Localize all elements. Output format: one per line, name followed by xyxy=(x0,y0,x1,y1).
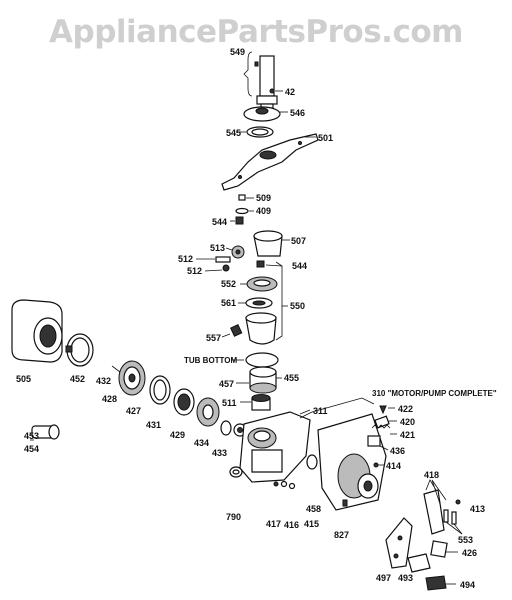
ring-561 xyxy=(238,297,273,309)
label-422: 422 xyxy=(398,404,413,414)
label-453: 453 xyxy=(24,431,39,441)
impeller-429 xyxy=(196,397,220,427)
label-790: 790 xyxy=(226,512,241,522)
label-561: 561 xyxy=(221,298,236,308)
label-409: 409 xyxy=(256,206,271,216)
label-552: 552 xyxy=(221,279,236,289)
label-493: 493 xyxy=(398,573,413,583)
screws-553 xyxy=(443,499,463,535)
nut-415 xyxy=(288,482,296,490)
plate-497 xyxy=(385,517,413,569)
label-544b: 544 xyxy=(292,261,307,271)
screw-42 xyxy=(269,88,283,94)
label-42: 42 xyxy=(285,87,295,97)
inlet-505 xyxy=(11,299,63,363)
label-413: 413 xyxy=(470,504,485,514)
washer-409 xyxy=(235,207,254,215)
label-454: 454 xyxy=(24,444,39,454)
seal-455 xyxy=(249,366,282,394)
clamp-452 xyxy=(65,333,94,367)
bracket-436 xyxy=(367,435,389,451)
gasket-458 xyxy=(306,454,318,470)
switch-420 xyxy=(374,415,397,429)
caption-motor-pump: 310 "MOTOR/PUMP COMPLETE" xyxy=(372,389,497,398)
screw-827 xyxy=(342,499,348,507)
screw-414 xyxy=(373,462,384,468)
ring-431 xyxy=(173,388,195,416)
label-426: 426 xyxy=(462,548,477,558)
spring-421 xyxy=(371,424,397,435)
bracket-493 xyxy=(407,553,431,573)
ring-427 xyxy=(149,375,171,405)
hub-546 xyxy=(243,106,288,122)
cup-550 xyxy=(245,261,288,345)
gasket-tub-bottom xyxy=(232,352,279,368)
label-436: 436 xyxy=(390,446,405,456)
label-512a: 512 xyxy=(178,254,193,264)
label-544a: 544 xyxy=(212,217,227,227)
label-511: 511 xyxy=(222,398,237,408)
housing-507 xyxy=(253,230,290,257)
label-421: 421 xyxy=(400,430,415,440)
label-452: 452 xyxy=(70,374,85,384)
label-428: 428 xyxy=(102,394,117,404)
label-550: 550 xyxy=(290,301,305,311)
label-507: 507 xyxy=(291,236,306,246)
label-509: 509 xyxy=(256,193,271,203)
label-557: 557 xyxy=(206,333,221,343)
gear-552 xyxy=(240,276,278,292)
bracket-418 xyxy=(423,479,447,535)
label-494: 494 xyxy=(460,580,475,590)
label-418: 418 xyxy=(424,470,439,480)
label-501: 501 xyxy=(318,133,333,143)
gear-513 xyxy=(225,245,245,259)
label-497: 497 xyxy=(376,573,391,583)
spring-790 xyxy=(229,466,243,478)
label-431: 431 xyxy=(146,420,161,430)
ring-545 xyxy=(236,126,274,138)
bearing-511 xyxy=(240,394,271,411)
clip-494 xyxy=(425,575,456,591)
label-414: 414 xyxy=(386,461,401,471)
watermark: AppliancePartsPros.com xyxy=(49,14,463,50)
screw-422 xyxy=(379,405,395,415)
caption-tub-bottom: TUB BOTTOM xyxy=(184,356,238,365)
label-458: 458 xyxy=(306,504,321,514)
screw-509 xyxy=(238,194,254,201)
cap-453 xyxy=(30,424,60,441)
label-434: 434 xyxy=(194,438,209,448)
tube-549 xyxy=(243,51,278,109)
screw-512 xyxy=(196,256,231,272)
label-432: 432 xyxy=(96,376,111,386)
label-429: 429 xyxy=(170,430,185,440)
label-311: 311 xyxy=(313,406,328,416)
disc-434 xyxy=(220,420,232,436)
label-420: 420 xyxy=(400,417,415,427)
impeller-428 xyxy=(111,360,146,396)
label-433: 433 xyxy=(212,448,227,458)
label-416: 416 xyxy=(284,520,299,530)
label-427: 427 xyxy=(126,406,141,416)
label-455: 455 xyxy=(284,373,299,383)
label-553: 553 xyxy=(458,535,473,545)
screw-417 xyxy=(273,481,279,487)
label-549: 549 xyxy=(230,47,245,57)
label-545: 545 xyxy=(226,128,241,138)
label-505: 505 xyxy=(16,374,31,384)
label-546: 546 xyxy=(290,108,305,118)
label-827: 827 xyxy=(334,530,349,540)
washer-416 xyxy=(280,480,288,488)
label-417: 417 xyxy=(266,519,281,529)
clip-426 xyxy=(430,540,458,558)
label-512b: 512 xyxy=(187,266,202,276)
label-415: 415 xyxy=(304,519,319,529)
label-513: 513 xyxy=(210,243,225,253)
pump-housing-311 xyxy=(239,409,311,483)
spray-arm-501 xyxy=(221,133,319,191)
nut-544b xyxy=(256,260,283,268)
nozzle-557 xyxy=(221,324,243,338)
label-457: 457 xyxy=(219,379,234,389)
nut-544a xyxy=(230,216,244,225)
